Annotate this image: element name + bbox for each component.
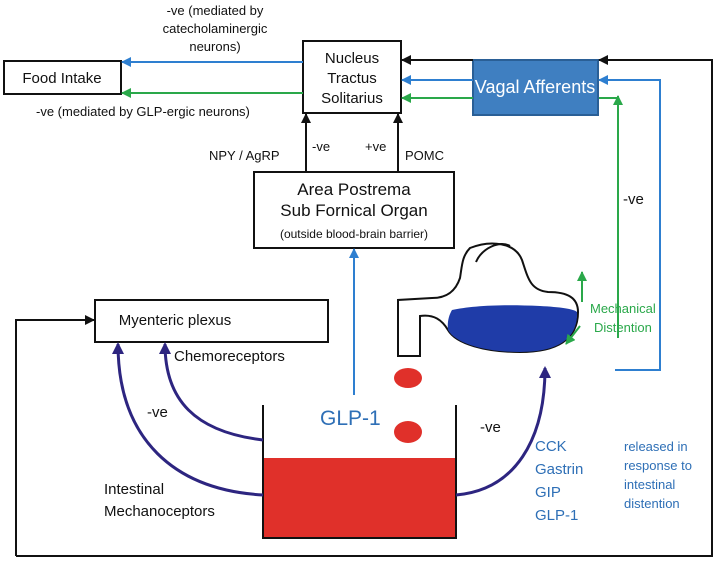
label-distention: Distention: [594, 320, 652, 335]
food-intake-label: Food Intake: [22, 70, 101, 87]
label-pos-right: +ve: [365, 139, 386, 154]
nts-label-2: Tractus: [327, 70, 376, 87]
label-catecholaminergic-2: catecholaminergic: [163, 21, 268, 36]
nts-box: [302, 40, 402, 114]
label-released-1: released in: [624, 439, 688, 454]
stomach-contents: [447, 305, 578, 352]
label-chemoreceptors: Chemoreceptors: [174, 348, 285, 365]
label-catecholaminergic-1: -ve (mediated by: [167, 3, 264, 18]
label-catecholaminergic-3: neurons): [189, 39, 240, 54]
myenteric-plexus-label: Myenteric plexus: [119, 312, 232, 329]
label-mechanoceptors: Mechanoceptors: [104, 503, 215, 520]
label-hormone-glp1: GLP-1: [535, 507, 578, 524]
label-vagal-neg: -ve: [623, 191, 644, 208]
nts-label-1: Nucleus: [325, 50, 379, 67]
area-postrema-label-1: Area Postrema: [297, 180, 411, 199]
arrow-intestine-to-stomach: [455, 366, 551, 497]
label-hormone-cck: CCK: [535, 438, 567, 455]
red-dot-lower: [394, 421, 422, 443]
arrow-release-to-vagal: [598, 75, 661, 371]
arrow-chemoreceptors-to-plexus: [159, 342, 264, 442]
intestine-container: [262, 405, 457, 539]
label-npy-agrp: NPY / AgRP: [209, 148, 280, 163]
vagal-afferents-box: [472, 59, 599, 116]
label-glp-ergic: -ve (mediated by GLP-ergic neurons): [36, 104, 250, 119]
label-intestinal: Intestinal: [104, 481, 164, 498]
arrow-mechanoceptors-to-plexus: [112, 342, 264, 497]
area-postrema-label-3: (outside blood-brain barrier): [280, 227, 428, 241]
nts-label-3: Solitarius: [321, 90, 383, 107]
arrow-outer-loop-to-plexus: [15, 315, 95, 556]
esophagus: [475, 243, 511, 263]
label-released-3: intestinal: [624, 477, 675, 492]
label-neg-left: -ve: [312, 139, 330, 154]
label-mechanical: Mechanical: [590, 301, 656, 316]
label-gut-neg: -ve: [480, 419, 501, 436]
area-postrema-box: [253, 171, 455, 249]
label-hormone-gip: GIP: [535, 484, 561, 501]
label-pomc: POMC: [405, 148, 444, 163]
red-dot-upper: [394, 368, 422, 388]
intestine-contents: [263, 458, 456, 538]
label-released-4: distention: [624, 496, 680, 511]
vagal-afferents-label: Vagal Afferents: [475, 77, 595, 97]
label-intestinal-neg: -ve: [147, 404, 168, 421]
distention-arrow-down: [565, 325, 581, 345]
label-released-2: response to: [624, 458, 692, 473]
food-intake-box: [3, 60, 122, 95]
label-hormone-gastrin: Gastrin: [535, 461, 583, 478]
arrow-outer-loop-to-vagal: [16, 55, 713, 557]
label-glp1: GLP-1: [320, 407, 381, 430]
area-postrema-label-2: Sub Fornical Organ: [280, 201, 427, 220]
myenteric-plexus-box: [94, 299, 329, 343]
